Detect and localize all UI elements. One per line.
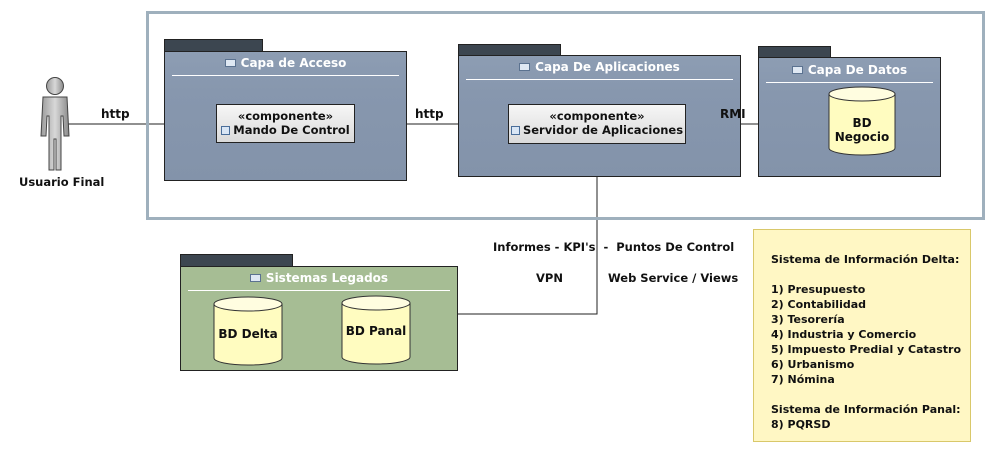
actor-label: Usuario Final <box>19 175 105 189</box>
note-line: 6) Urbanismo <box>771 358 855 371</box>
component-name: Mando De Control <box>233 123 350 137</box>
component-servidor-de-aplicaciones[interactable]: «componente» Servidor de Aplicaciones <box>508 104 686 144</box>
note-line <box>771 387 970 402</box>
database-label: BD Panal <box>345 324 407 338</box>
package-icon <box>519 63 531 71</box>
user-actor-icon[interactable] <box>35 76 75 172</box>
connection-label-actor-mando: http <box>101 107 130 121</box>
package-datos[interactable]: Capa De Datos <box>758 57 941 177</box>
note-line <box>771 267 970 282</box>
component-icon <box>221 126 231 135</box>
database-cylinder-icon <box>828 86 896 156</box>
connection-label-mando-servidor: http <box>415 107 444 121</box>
database-bd-delta[interactable]: BD Delta <box>213 296 283 366</box>
database-label: BD Negocio <box>834 116 890 144</box>
database-bd-panal[interactable]: BD Panal <box>341 295 411 365</box>
note-line: 4) Industria y Comercio <box>771 328 917 341</box>
note-line: 1) Presupuesto <box>771 283 866 296</box>
note-line: 2) Contabilidad <box>771 298 867 311</box>
component-icon <box>510 126 520 135</box>
package-legados-title: Sistemas Legados <box>265 271 389 285</box>
package-aplicaciones-title: Capa De Aplicaciones <box>535 60 680 74</box>
component-stereotype: «componente» <box>237 109 334 123</box>
info-note: Sistema de Información Delta: 1) Presupu… <box>753 229 971 442</box>
package-icon <box>791 66 803 74</box>
connection-label-webservice: Web Service / Views <box>608 271 739 285</box>
component-stereotype: «componente» <box>549 109 645 123</box>
connection-label-informes: Informes - KPI's - Puntos De Control <box>493 240 735 254</box>
note-line: 7) Nómina <box>771 373 835 386</box>
database-label: BD Delta <box>218 327 278 341</box>
package-acceso-title: Capa de Acceso <box>240 56 347 70</box>
note-line: 5) Impuesto Predial y Catastro <box>771 343 962 356</box>
system-frame <box>146 11 985 220</box>
database-cylinder-icon <box>341 295 411 365</box>
package-icon <box>249 274 261 282</box>
note-line: 8) PQRSD <box>771 418 831 431</box>
database-bd-negocio[interactable]: BD Negocio <box>828 86 896 156</box>
connection-label-servidor-datos: RMI <box>720 107 746 121</box>
note-line: Sistema de Información Delta: <box>771 253 960 266</box>
component-name: Servidor de Aplicaciones <box>522 123 684 137</box>
connection-label-vpn: VPN <box>536 271 563 285</box>
line-servidor-to-legados <box>457 144 598 315</box>
package-icon <box>224 59 236 67</box>
package-datos-title: Capa De Datos <box>807 63 908 77</box>
note-line: Sistema de Información Panal: <box>771 403 961 416</box>
component-mando-de-control[interactable]: «componente» Mando De Control <box>216 104 355 143</box>
database-cylinder-icon <box>213 296 283 366</box>
note-line: 3) Tesorería <box>771 313 845 326</box>
